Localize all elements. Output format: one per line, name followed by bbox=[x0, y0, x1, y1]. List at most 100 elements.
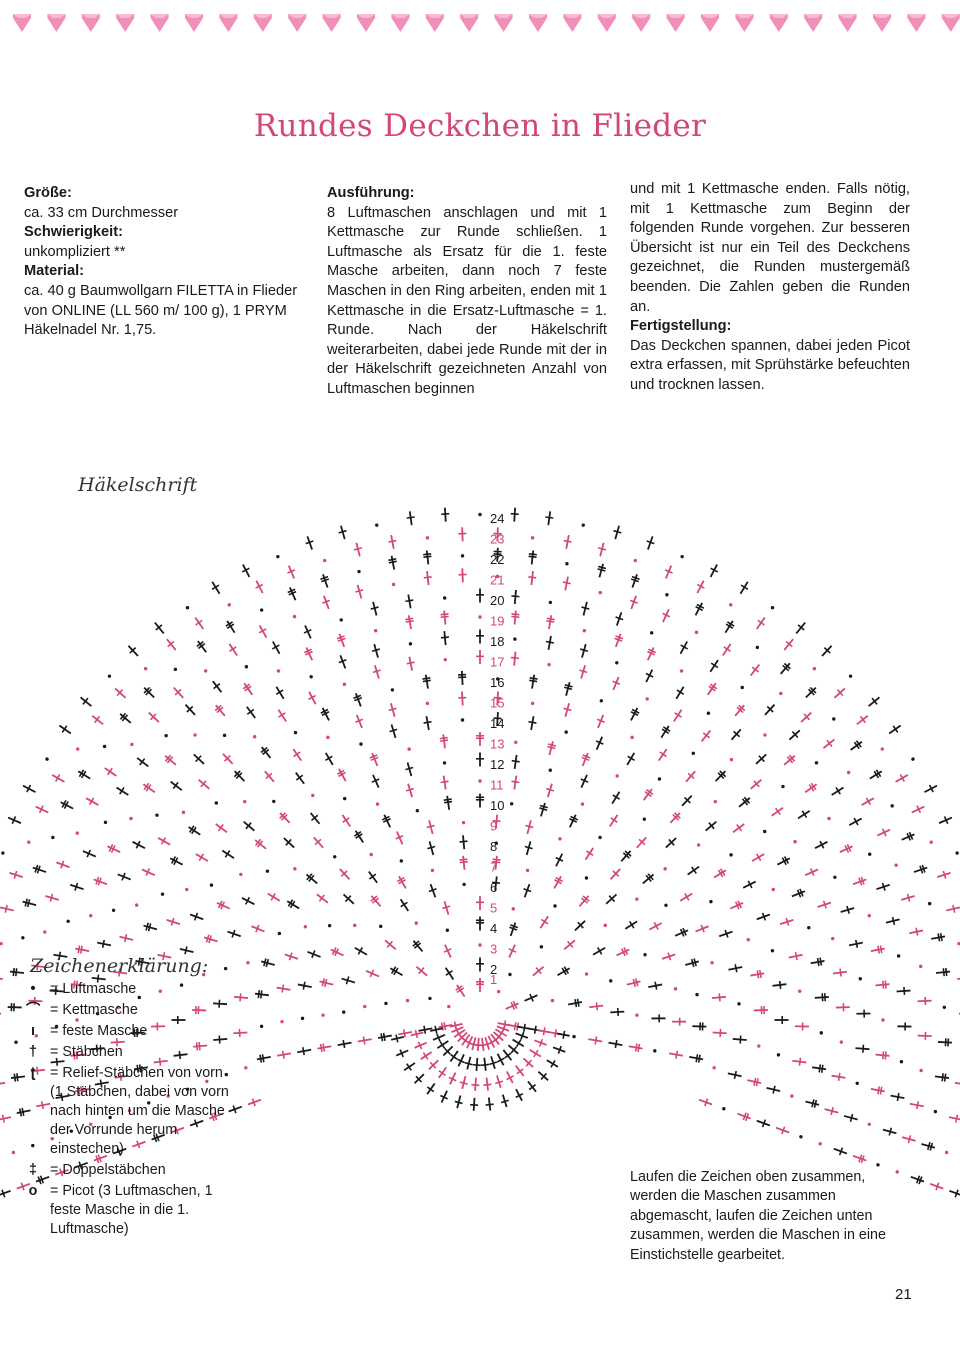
round-number: 22 bbox=[490, 552, 504, 567]
chain-dot bbox=[45, 757, 48, 760]
stitch-bar bbox=[424, 577, 432, 578]
chain-dot bbox=[174, 668, 177, 671]
chain-dot bbox=[582, 523, 585, 526]
chain-dot bbox=[43, 930, 46, 933]
stitch-bar bbox=[904, 987, 905, 995]
chain-dot bbox=[881, 1018, 884, 1021]
round-number: 19 bbox=[490, 614, 504, 629]
legend-item-text: = Doppelstäbchen bbox=[40, 1161, 166, 1180]
stitch-bar bbox=[776, 808, 781, 815]
stitch-bar bbox=[406, 789, 414, 791]
stitch-bar bbox=[525, 825, 533, 827]
legend-item: ⌒= Kettmasche bbox=[26, 1001, 236, 1020]
legend-item: o= Picot (3 Luftmaschen, 1 feste Masche … bbox=[26, 1182, 236, 1239]
chain-dot bbox=[21, 936, 24, 939]
stitch-bar bbox=[78, 945, 79, 953]
stitch-bar bbox=[441, 616, 449, 617]
chain-dot bbox=[204, 669, 207, 672]
chain-dot bbox=[375, 523, 378, 526]
chain-dot bbox=[928, 902, 931, 905]
chain-dot bbox=[564, 730, 567, 733]
stitch-bar bbox=[908, 1135, 910, 1143]
stitch-bar bbox=[735, 1071, 737, 1079]
size-label: Größe: bbox=[24, 185, 72, 201]
chain-dot bbox=[558, 837, 561, 840]
chain-dot bbox=[276, 555, 279, 558]
chain-dot bbox=[868, 853, 871, 856]
chain-dot bbox=[919, 965, 922, 968]
round-number: 4 bbox=[490, 921, 497, 936]
stitch-bar bbox=[547, 746, 555, 748]
stitch-bar bbox=[423, 680, 431, 681]
stitch-bar bbox=[692, 959, 694, 967]
chain-dot bbox=[553, 904, 556, 907]
stitch-bar bbox=[325, 979, 327, 987]
chain-dot bbox=[876, 1163, 879, 1166]
stitch-mark bbox=[0, 1083, 5, 1085]
stitch-bar bbox=[529, 556, 537, 557]
stitch-bar bbox=[756, 1078, 758, 1086]
stitch-bar bbox=[598, 548, 606, 550]
chain-dot bbox=[604, 924, 607, 927]
chain-dot bbox=[407, 747, 410, 750]
stitch-mark bbox=[0, 1117, 11, 1120]
stitch-bar bbox=[529, 722, 537, 723]
stitch-bar bbox=[405, 767, 413, 769]
chain-dot bbox=[478, 943, 481, 946]
stitch-bar bbox=[825, 993, 826, 1001]
legend-item-text: = feste Masche bbox=[40, 1022, 147, 1041]
stitch-bar bbox=[355, 590, 363, 592]
chain-dot bbox=[278, 932, 281, 935]
stitch-bar bbox=[938, 934, 939, 942]
stitch-bar bbox=[481, 1064, 489, 1065]
chain-dot bbox=[392, 583, 395, 586]
stitch-bar bbox=[294, 752, 301, 757]
stitch-bar bbox=[283, 1051, 284, 1059]
stitch-bar bbox=[839, 1073, 840, 1081]
chain-dot bbox=[881, 747, 884, 750]
chain-dot bbox=[729, 853, 732, 856]
chain-dot bbox=[260, 1025, 263, 1028]
chain-dot bbox=[919, 1069, 922, 1072]
stitch-bar bbox=[580, 649, 588, 651]
chain-dot bbox=[185, 888, 188, 891]
chain-dot bbox=[643, 817, 646, 820]
chain-dot bbox=[790, 1094, 793, 1097]
stitch-bar bbox=[282, 985, 283, 993]
finishing-text: Das Deckchen spannen, dabei jeden Picot … bbox=[630, 337, 910, 396]
double-crochet-icon: † bbox=[26, 1043, 40, 1062]
instructions-label: Ausführung: bbox=[327, 185, 415, 201]
stitch-bar bbox=[405, 600, 413, 601]
round-number: 9 bbox=[490, 819, 497, 834]
chain-dot bbox=[777, 1053, 780, 1056]
stitch-bar bbox=[581, 607, 589, 609]
stitch-bar bbox=[423, 556, 431, 557]
chain-dot bbox=[12, 1151, 15, 1154]
stitch-bar bbox=[321, 1044, 322, 1052]
stitch-bar bbox=[596, 1002, 597, 1010]
stitch-bar bbox=[636, 1044, 637, 1052]
chain-dot bbox=[260, 608, 263, 611]
chain-dot bbox=[643, 953, 646, 956]
stitch-bar bbox=[442, 1023, 443, 1031]
stitch-bar bbox=[258, 990, 259, 998]
stitch-bar bbox=[14, 1074, 15, 1082]
chain-dot bbox=[645, 697, 648, 700]
stitch-bar bbox=[460, 862, 468, 863]
chain-dot bbox=[695, 993, 698, 996]
stitch-bar bbox=[442, 906, 450, 908]
chain-dot bbox=[462, 821, 465, 824]
stitch-bar bbox=[735, 964, 737, 972]
chain-dot bbox=[820, 1031, 823, 1034]
chain-dot bbox=[695, 631, 698, 634]
stitch-bar bbox=[388, 541, 396, 542]
chain-dot bbox=[462, 883, 465, 886]
instructions-text: 8 Luftmaschen anschlagen und mit 1 Kettm… bbox=[327, 204, 607, 400]
page-title: Rundes Deckchen in Flieder bbox=[0, 108, 960, 144]
stitch-bar bbox=[405, 618, 413, 619]
stitch-bar bbox=[455, 1022, 457, 1030]
stitch-bar bbox=[388, 559, 396, 560]
round-number: 15 bbox=[490, 696, 504, 711]
relief-stitch-icon: ʈ bbox=[26, 1064, 40, 1159]
chain-dot bbox=[66, 920, 69, 923]
